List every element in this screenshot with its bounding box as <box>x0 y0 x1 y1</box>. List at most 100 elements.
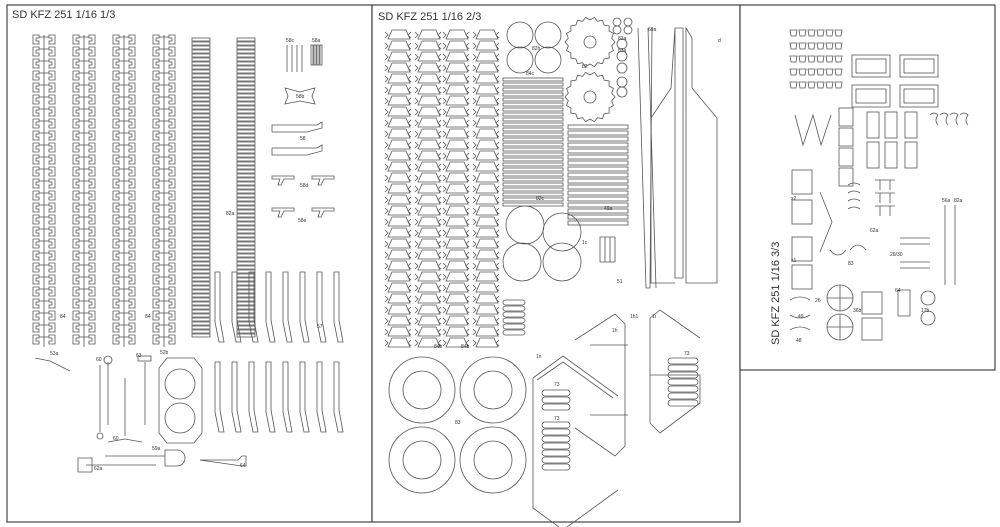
panel-part <box>866 141 880 169</box>
seat-frame <box>851 54 891 78</box>
track-shoe-part <box>414 51 442 62</box>
hatch-strip <box>567 184 629 190</box>
panel-part <box>838 127 854 147</box>
track-pin-strip <box>191 217 211 222</box>
part-number-label: 83 <box>848 261 854 267</box>
bracket-part <box>284 87 316 105</box>
track-pin-strip <box>236 45 256 50</box>
track-shoe-part <box>384 172 412 183</box>
track-shoe-part <box>472 326 500 337</box>
tire-inner <box>402 370 442 410</box>
slat-part <box>502 117 564 122</box>
part-number-label: 60 <box>113 436 119 442</box>
slot-part <box>502 329 526 336</box>
track-pin-strip <box>191 177 211 182</box>
small-disc <box>616 50 628 62</box>
slat-part <box>502 187 564 192</box>
track-shoe-part <box>472 51 500 62</box>
track-shoe-part <box>442 172 470 183</box>
sheet-3-title: SD KFZ 251 1/16 3/3 <box>770 242 782 345</box>
slot-part <box>667 378 699 386</box>
small-cap-part <box>825 29 834 37</box>
part-number-label: 73 <box>684 351 690 357</box>
spoked-wheel-spokes <box>827 314 853 340</box>
small-cap-part <box>807 42 816 50</box>
track-pin-strip <box>236 157 256 162</box>
small-cap-part <box>825 81 834 89</box>
sprocket-wheel <box>564 71 616 123</box>
track-link-part <box>152 94 176 107</box>
track-link-part <box>72 70 96 83</box>
track-pin-strip <box>191 257 211 262</box>
track-pin-strip <box>236 181 256 186</box>
slot-part <box>502 299 526 306</box>
track-shoe-part <box>442 337 470 348</box>
track-pin-strip <box>236 269 256 274</box>
track-pin-strip <box>236 173 256 178</box>
track-pin-strip <box>191 77 211 82</box>
machine-gun-part <box>271 121 323 133</box>
track-shoe-part <box>414 117 442 128</box>
track-shoe-part <box>414 139 442 150</box>
track-pin-strip <box>236 61 256 66</box>
part-number-label: 84b <box>461 344 470 350</box>
part-number-label: 84 <box>145 314 151 320</box>
part-number-label: 1c <box>582 240 588 246</box>
track-shoe-part <box>384 128 412 139</box>
track-shoe-part <box>472 337 500 348</box>
cleaning-rod-part <box>96 432 104 440</box>
track-shoe-part <box>384 216 412 227</box>
part-number-label: 82a <box>226 211 235 217</box>
hatch-strip <box>567 124 629 130</box>
hatch-strip <box>567 136 629 142</box>
track-pin-strip <box>191 197 211 202</box>
track-pin-strip <box>236 161 256 166</box>
track-link-part <box>32 130 56 143</box>
track-shoe-part <box>414 128 442 139</box>
track-pin-strip <box>191 281 211 286</box>
track-shoe-part <box>384 117 412 128</box>
small-cap-part <box>834 42 843 50</box>
track-shoe-part <box>384 315 412 326</box>
part-number-label: 1h <box>612 328 618 334</box>
track-pin-strip <box>191 85 211 90</box>
rifle-part <box>299 271 310 343</box>
clip-part <box>847 206 861 210</box>
track-pin-strip <box>191 229 211 234</box>
part-number-label: 56a <box>942 198 951 204</box>
track-pin-strip <box>191 185 211 190</box>
pickaxe-part <box>107 378 143 443</box>
track-shoe-part <box>472 216 500 227</box>
rifle-part <box>316 271 327 343</box>
s-hook-part <box>789 296 811 331</box>
part-number-label: 60 <box>96 357 102 363</box>
track-link-part <box>112 190 136 203</box>
panel-part <box>884 141 898 169</box>
rifle-part <box>214 361 225 433</box>
part-number-label: 58b <box>296 94 305 100</box>
track-pin-strip <box>236 225 256 230</box>
track-shoe-part <box>442 249 470 260</box>
slat-part <box>502 137 564 142</box>
track-shoe-part <box>442 95 470 106</box>
slat-part <box>502 142 564 147</box>
track-pin-strip <box>191 65 211 70</box>
sprocket-hub <box>583 90 597 104</box>
u-clip-part <box>829 244 867 256</box>
track-pin-strip <box>191 37 211 42</box>
track-shoe-part <box>442 73 470 84</box>
track-link-part <box>72 334 96 347</box>
track-link-part <box>32 166 56 179</box>
track-link-part <box>32 286 56 299</box>
slot-part <box>541 428 571 436</box>
track-pin-strip <box>191 261 211 266</box>
pin-part <box>319 44 323 66</box>
track-pin-strip <box>236 189 256 194</box>
track-pin-strip <box>236 53 256 58</box>
track-shoe-part <box>384 95 412 106</box>
panel-part <box>838 147 854 167</box>
track-link-part <box>112 274 136 287</box>
panel-part <box>884 111 898 139</box>
track-pin-strip <box>191 313 211 318</box>
track-link-part <box>152 154 176 167</box>
